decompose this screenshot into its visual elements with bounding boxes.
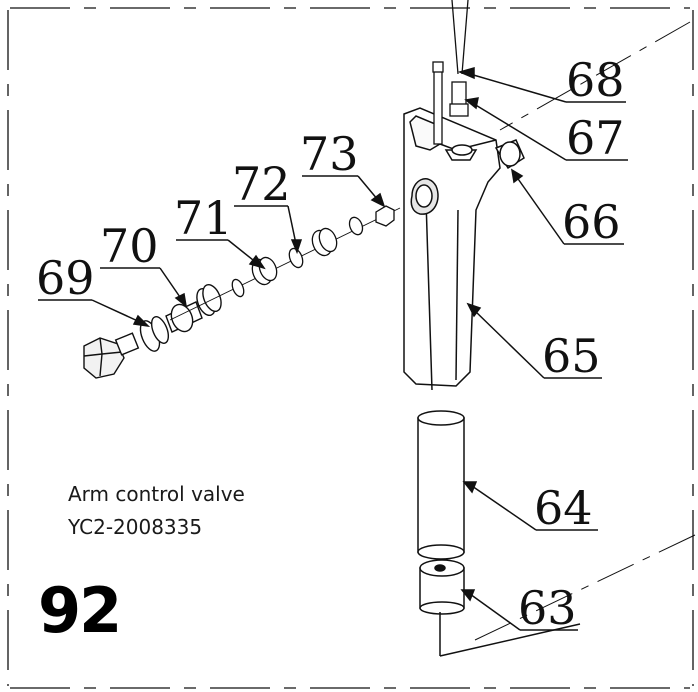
callout-73: 73	[300, 127, 359, 181]
dashed-frame	[7, 7, 694, 689]
part-65-handle-body	[403, 107, 525, 391]
callout-70: 70	[100, 219, 159, 273]
part-69-hex-plug	[83, 316, 170, 379]
callout-63: 63	[518, 581, 577, 635]
diagram-caption-title: Arm control valve	[68, 482, 245, 506]
diagram-part-number: YC2-2008335	[68, 515, 203, 539]
part-66-67-68-top-fittings	[432, 0, 469, 145]
callout-numbers: 69 70 71 72 73 68 67 66 65 64 63	[36, 53, 625, 635]
part-63-base-cap	[419, 559, 581, 657]
leader-lines	[38, 67, 628, 631]
part-72-washer-and-nut	[288, 227, 338, 269]
callout-72: 72	[232, 157, 291, 211]
callout-67: 67	[566, 111, 625, 165]
callout-66: 66	[562, 195, 621, 249]
callout-64: 64	[534, 481, 593, 535]
callout-71: 71	[174, 191, 233, 245]
guide-lines	[474, 21, 696, 641]
callout-68: 68	[566, 53, 625, 107]
part-73-washer-and-hex-nut	[348, 205, 395, 236]
callout-65: 65	[542, 329, 601, 383]
page-number: 92	[38, 574, 122, 647]
callout-69: 69	[36, 251, 95, 305]
part-64-cylinder	[417, 410, 465, 560]
